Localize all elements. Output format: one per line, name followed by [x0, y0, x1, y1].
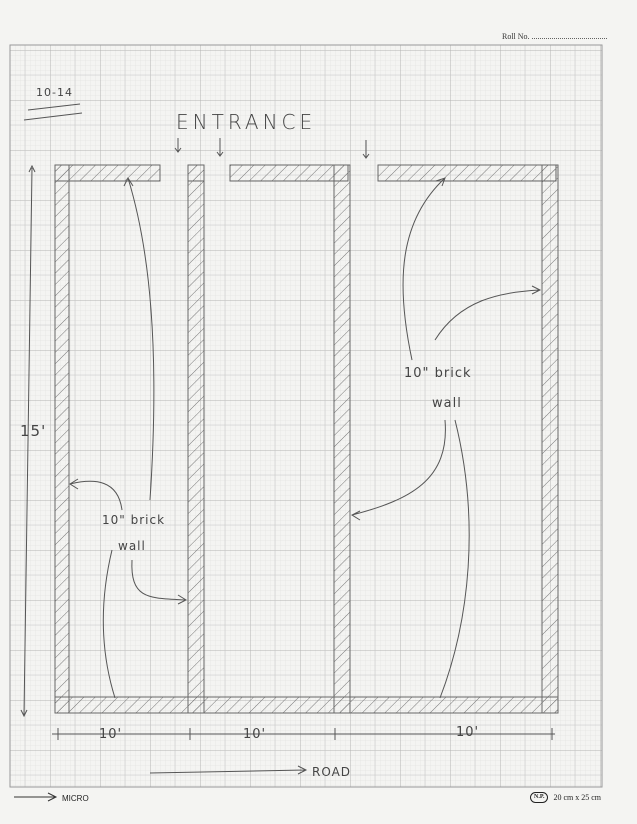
paper-size: 20 cm x 25 cm	[553, 793, 601, 802]
brand-label: MICRO	[62, 794, 89, 803]
height-dimension: 15'	[20, 422, 47, 440]
left-wall-note-line1: 10" brick	[102, 513, 166, 527]
roll-number-field: Roll No. ...............................…	[502, 32, 608, 41]
right-wall-note-line2: wall	[432, 396, 462, 411]
wall-outline	[54, 164, 559, 714]
right-wall-note-line1: 10" brick	[404, 366, 472, 381]
entrance-label: ENTRANCE	[176, 110, 317, 134]
room1-width: 10'	[99, 727, 123, 742]
paper-size-info: N.P. 20 cm x 25 cm	[530, 792, 601, 803]
room2-width: 10'	[243, 727, 267, 742]
page-number: 10-14	[36, 86, 73, 99]
road-label: ROAD	[312, 765, 352, 779]
room3-width: 10'	[456, 725, 480, 740]
left-wall-note-line2: wall	[118, 539, 146, 553]
np-logo: N.P.	[530, 792, 549, 803]
